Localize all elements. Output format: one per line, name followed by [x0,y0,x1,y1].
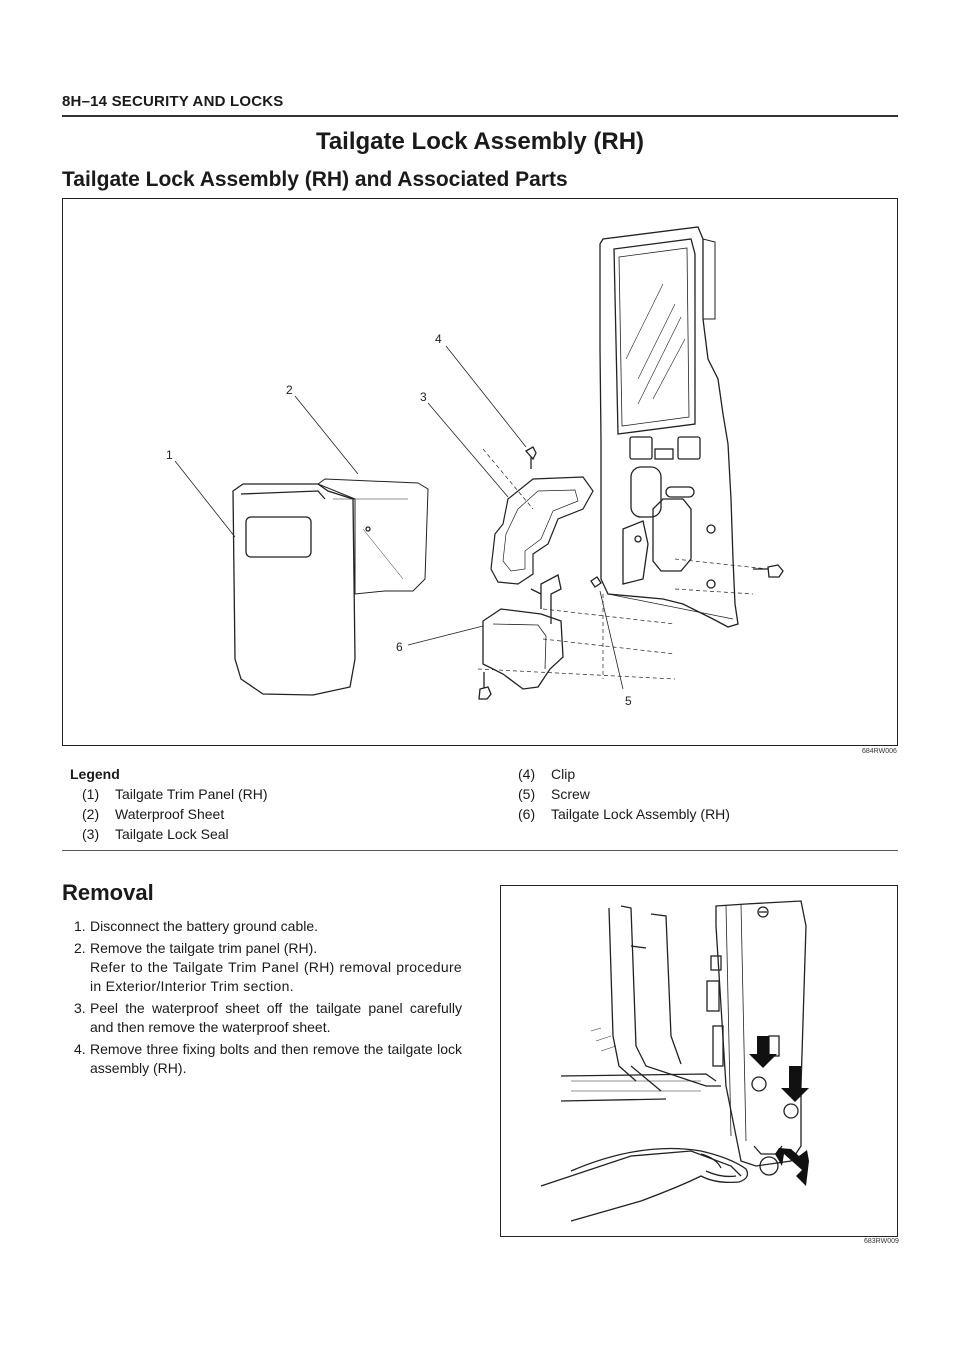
step-item: 1.Disconnect the battery ground cable. [74,918,319,934]
callout-3: 3 [420,390,427,404]
exploded-parts-illustration: 1 2 3 4 5 6 [166,226,784,708]
arrow-diagonal-icon [775,1148,809,1186]
legend-item: (4)Clip [518,766,576,782]
figure-code: 684RW006 [862,748,897,755]
section-divider [62,850,898,851]
callout-4: 4 [435,332,442,346]
legend-item: (3)Tailgate Lock Seal [82,826,229,842]
callout-6: 6 [396,640,403,654]
arrow-down-icon-1 [749,1036,777,1068]
legend-item: (6)Tailgate Lock Assembly (RH) [518,806,730,822]
step-item: 4.Remove three fixing bolts and then rem… [74,1041,462,1076]
figure-code-2: 683RW009 [864,1238,899,1245]
callout-5: 5 [625,694,632,708]
tailgate-bolt-removal-drawing [540,900,809,1222]
legend-title: Legend [70,766,120,782]
step-note: Refer to the Tailgate Trim Panel (RH) re… [90,959,462,994]
step-item: 2. Remove the tailgate trim panel (RH). … [74,940,462,994]
callout-2: 2 [286,383,293,397]
legend-right: (4)Clip (5)Screw (6)Tailgate Lock Assemb… [506,764,730,824]
removal-steps: 1.Disconnect the battery ground cable. 2… [74,917,462,1081]
section-subtitle: Tailgate Lock Assembly (RH) and Associat… [62,168,568,191]
removal-heading: Removal [62,880,154,905]
header-rule [62,115,898,117]
legend-left: Legend (1)Tailgate Trim Panel (RH) (2)Wa… [70,764,268,844]
legend-item: (2)Waterproof Sheet [82,806,225,822]
callout-1: 1 [166,448,173,462]
arrow-down-icon-2 [781,1066,809,1102]
step-item: 3.Peel the waterproof sheet off the tail… [74,1000,462,1035]
legend-item: (5)Screw [518,786,590,802]
exploded-parts-diagram: 1 2 3 4 5 6 [62,198,898,746]
page-title: Tailgate Lock Assembly (RH) [315,128,645,155]
legend-item: (1)Tailgate Trim Panel (RH) [82,786,268,802]
page-header: 8H–14 SECURITY AND LOCKS [62,93,284,110]
removal-illustration [500,885,898,1237]
